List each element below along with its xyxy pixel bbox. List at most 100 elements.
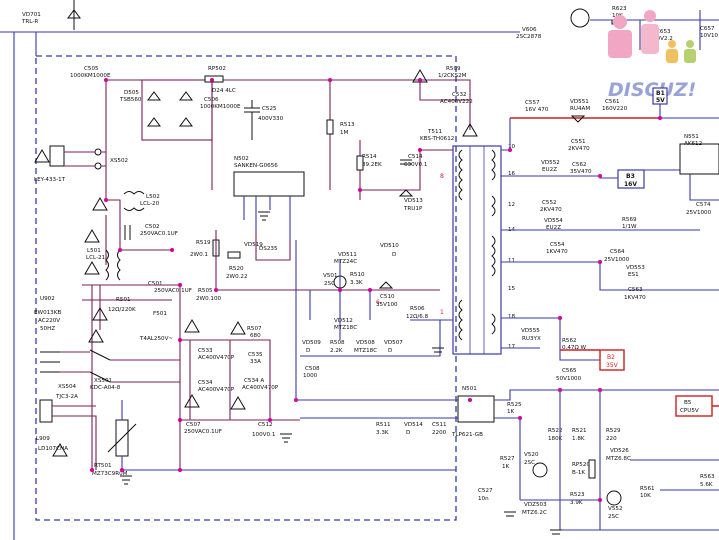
c561-label: C561 (605, 99, 620, 105)
junction-dot (338, 288, 342, 292)
c574-value: 25V1000 (686, 210, 712, 216)
c554-value: 1KV470 (546, 249, 568, 255)
r507-value: 680 (250, 333, 261, 339)
l909-value: LD107CHA (38, 446, 68, 452)
r508-value: 2.2K (330, 348, 343, 354)
vd519-value: DS235 (259, 246, 278, 252)
r529-value: 220 (606, 436, 617, 442)
vd701-diode: VD701 TRL-R (21, 0, 81, 30)
r505-value: 2W0.100 (196, 296, 222, 302)
vd514-value: D (406, 430, 410, 436)
n502-ic: N502 SANKEN-G0656 (233, 156, 305, 240)
l501-value: LCL-21 (86, 255, 106, 261)
vd510-value: D (392, 252, 396, 258)
d505-value: TSB560 (119, 97, 142, 103)
c564-value: 25V1000 (604, 257, 630, 263)
c574-label: C574 (696, 202, 711, 208)
c551-value: 2KV470 (568, 146, 590, 152)
f501-label: F501 (153, 311, 167, 317)
r509-value: 1/2CKS2M (438, 73, 467, 79)
v520-value: 2SC (524, 460, 535, 466)
c552-label: C552 (542, 200, 557, 206)
vd552-label: VD552 (541, 160, 560, 166)
r506-value: 12Ω/6.8 (406, 314, 429, 320)
vd526-value: MTZ6.8C (606, 456, 631, 462)
vd553-label: VD553 (626, 265, 645, 271)
c527-label: C527 (478, 488, 493, 494)
vd512-label: VD512 (334, 318, 353, 324)
junction-dot (118, 248, 122, 252)
junction-dot (418, 148, 422, 152)
junction-dot (328, 78, 332, 82)
snubber-network: R514 39.2EK C514 630V0.1 VD513 TRU1P (356, 140, 453, 212)
junction-dot (120, 468, 124, 472)
pin-18: 18 (508, 314, 516, 320)
vd551-label: VD551 (570, 99, 589, 105)
discuz-watermark: DISCUZ! (608, 10, 696, 101)
b1-value: 5V (656, 97, 665, 104)
rt501-thermistor: RT501 MZ73C9R0M (92, 400, 180, 477)
c565-value: 50V1000 (556, 376, 582, 382)
r510-value: 3.3K (350, 280, 363, 286)
pin-11: 11 (508, 258, 516, 264)
vd514-label: VD514 (404, 422, 423, 428)
r520-value: 2W0.22 (226, 274, 248, 280)
vd511-label: VD511 (338, 252, 357, 258)
b2-label: B2 (607, 354, 615, 361)
vd526-label: VD526 (610, 448, 629, 454)
xs504-label: XS504 (58, 384, 77, 390)
r509-label: R509 (446, 66, 461, 72)
r506-label: R506 (410, 306, 425, 312)
c508-label: C508 (305, 366, 320, 372)
c507-value: 250VAC0.1UF (184, 429, 222, 435)
junction-dot (558, 316, 562, 320)
c534-value: AC400V470P (198, 387, 235, 393)
c557-label: C557 (525, 100, 540, 106)
c532-value: AC400V222 (440, 99, 473, 105)
l502-choke: L502 LCL-20 C502 250VAC0.1UF (92, 191, 178, 265)
n501-label: N501 (462, 386, 477, 392)
vd513-value: TRU1P (403, 206, 423, 212)
c508-value: 1000 (303, 373, 318, 379)
rp520-label: RP520 (572, 462, 590, 468)
ground-symbols (120, 211, 562, 535)
r562-label: R562 (562, 338, 577, 344)
pin-16: 16 (508, 171, 516, 177)
v606-transistor: V606 2SC2878 R623 10K C653 10V2.2 C657 1… (516, 6, 719, 50)
junction-dot (598, 498, 602, 502)
junction-dot (508, 148, 512, 152)
c563-value: 1KV470 (624, 295, 646, 301)
xs501-switch: XS501 KDC-A04-8 (40, 349, 180, 391)
r525-label: R525 (507, 402, 522, 408)
v520-label: V520 (524, 452, 539, 458)
c565-label: C565 (562, 368, 577, 374)
vd508-label: VD508 (356, 340, 375, 346)
c562-value: 35V470 (570, 169, 592, 175)
c510-label: C510 (380, 294, 395, 300)
r511-label: R511 (376, 422, 391, 428)
r569-value: 1/1W (622, 224, 637, 230)
c512-value: 100V0.1 (252, 432, 276, 438)
vdz503-label: VDZ503 (524, 502, 547, 508)
junction-dot (214, 288, 218, 292)
xs501-label: XS501 (94, 378, 113, 384)
r519-value: 2W0.1 (190, 252, 208, 258)
r501-value: 12Ω/220K (108, 307, 136, 313)
c535-value: 33A (250, 359, 261, 365)
junction-dot (178, 283, 182, 287)
vd553-value: ES1 (628, 272, 639, 278)
c502-value: 250VAC0.1UF (140, 231, 178, 237)
c525-capacitor: C525 400V330 (244, 100, 284, 140)
r561-label: R561 (640, 486, 655, 492)
c502-label: C502 (145, 224, 160, 230)
r514-label: R514 (362, 154, 377, 160)
l502-label: L502 (146, 194, 160, 200)
b1-terminal (652, 87, 668, 105)
u902-frequency: 50HZ (40, 326, 55, 332)
junction-dot (468, 398, 472, 402)
c657-value: 10V10 (700, 33, 719, 39)
vd555-label: VD555 (521, 328, 540, 334)
pin-10: 10 (508, 144, 516, 150)
